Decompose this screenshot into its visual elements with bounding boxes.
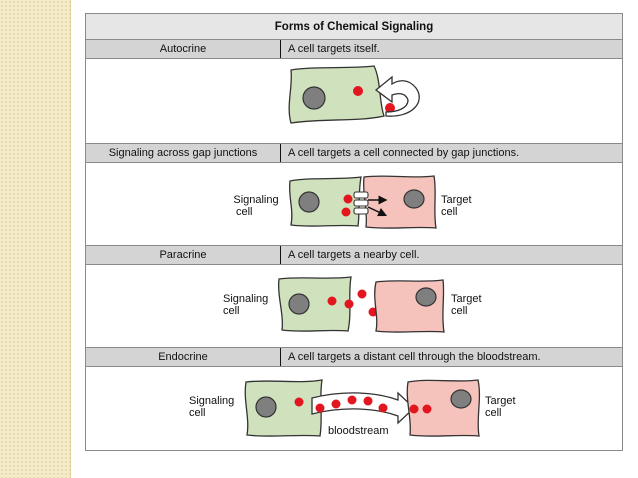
autocrine-illustration xyxy=(288,65,420,124)
gap-junction-illustration: Signaling cell Target cell xyxy=(233,175,472,229)
header-divider xyxy=(280,40,281,58)
signaling-molecule xyxy=(347,395,357,405)
signaling-cell xyxy=(277,276,352,332)
bloodstream-label: bloodstream xyxy=(328,425,389,437)
gap-junction-channel xyxy=(353,199,369,207)
signaling-molecule xyxy=(327,296,337,306)
signaling-cell-label-line1: Signaling xyxy=(223,293,268,305)
gap-junction-channel xyxy=(353,191,369,199)
nucleus xyxy=(450,389,472,409)
return-arrow xyxy=(374,75,420,117)
signaling-cell-label-line2: cell xyxy=(189,407,206,419)
chemical-signaling-figure: Forms of Chemical Signaling Autocrine A … xyxy=(85,13,623,451)
paracrine-illustration: Signaling cell Target cell xyxy=(223,276,482,333)
decorative-side-stripe xyxy=(0,0,71,478)
signaling-molecule xyxy=(341,207,351,217)
nucleus xyxy=(298,191,320,213)
signaling-molecule xyxy=(294,397,304,407)
bloodstream-arrow xyxy=(311,391,415,425)
signaling-molecule xyxy=(363,396,373,406)
signaling-cell-label-line1: Signaling xyxy=(189,395,234,407)
target-cell xyxy=(362,175,437,229)
section-header-gap-junctions: Signaling across gap junctions A cell ta… xyxy=(86,143,622,163)
section-name: Endocrine xyxy=(158,351,208,363)
section-name: Paracrine xyxy=(159,249,207,261)
target-cell-label-line2: cell xyxy=(441,206,458,218)
section-description: A cell targets itself. xyxy=(288,43,380,55)
section-header-endocrine: Endocrine A cell targets a distant cell … xyxy=(86,347,622,367)
signaling-molecule xyxy=(343,194,353,204)
signaling-molecule xyxy=(331,399,341,409)
nucleus xyxy=(302,86,326,110)
signaling-molecule xyxy=(409,404,419,414)
header-divider xyxy=(280,144,281,162)
target-cell-label-line2: cell xyxy=(485,407,502,419)
signaling-molecule xyxy=(378,403,388,413)
header-divider xyxy=(280,246,281,264)
section-header-paracrine: Paracrine A cell targets a nearby cell. xyxy=(86,245,622,265)
section-description: A cell targets a nearby cell. xyxy=(288,249,420,261)
nucleus xyxy=(415,287,437,307)
target-cell-label-line2: cell xyxy=(451,305,468,317)
target-cell-label-line1: Target xyxy=(485,395,516,407)
signaling-cell xyxy=(244,379,323,437)
section-header-autocrine: Autocrine A cell targets itself. xyxy=(86,39,622,59)
header-divider xyxy=(280,348,281,366)
signaling-molecule xyxy=(422,404,432,414)
section-description: A cell targets a distant cell through th… xyxy=(288,351,541,363)
gap-junction-channel xyxy=(353,207,369,215)
nucleus xyxy=(288,293,310,315)
signaling-cell-label-line1: Signaling xyxy=(233,194,278,206)
target-cell-label-line1: Target xyxy=(451,293,482,305)
target-cell-label-line1: Target xyxy=(441,194,472,206)
signaling-illustrations: Signaling cell Target cell Signaling cel… xyxy=(189,65,516,437)
signaling-molecule xyxy=(344,299,354,309)
nucleus xyxy=(403,189,425,209)
section-name: Signaling across gap junctions xyxy=(108,147,258,159)
signaling-cell-label-line2: cell xyxy=(236,206,253,218)
target-cell xyxy=(374,279,445,333)
signaling-molecule xyxy=(315,403,325,413)
signaling-molecule xyxy=(357,289,367,299)
section-description: A cell targets a cell connected by gap j… xyxy=(288,147,520,159)
endocrine-illustration: Signaling cell bloodstream Target cell xyxy=(189,379,516,437)
nucleus xyxy=(255,396,277,418)
signaling-cell-label-line2: cell xyxy=(223,305,240,317)
signaling-molecule xyxy=(353,86,363,96)
signaling-molecule xyxy=(385,103,395,113)
section-name: Autocrine xyxy=(159,43,207,55)
diffusion-arrow xyxy=(367,206,388,217)
